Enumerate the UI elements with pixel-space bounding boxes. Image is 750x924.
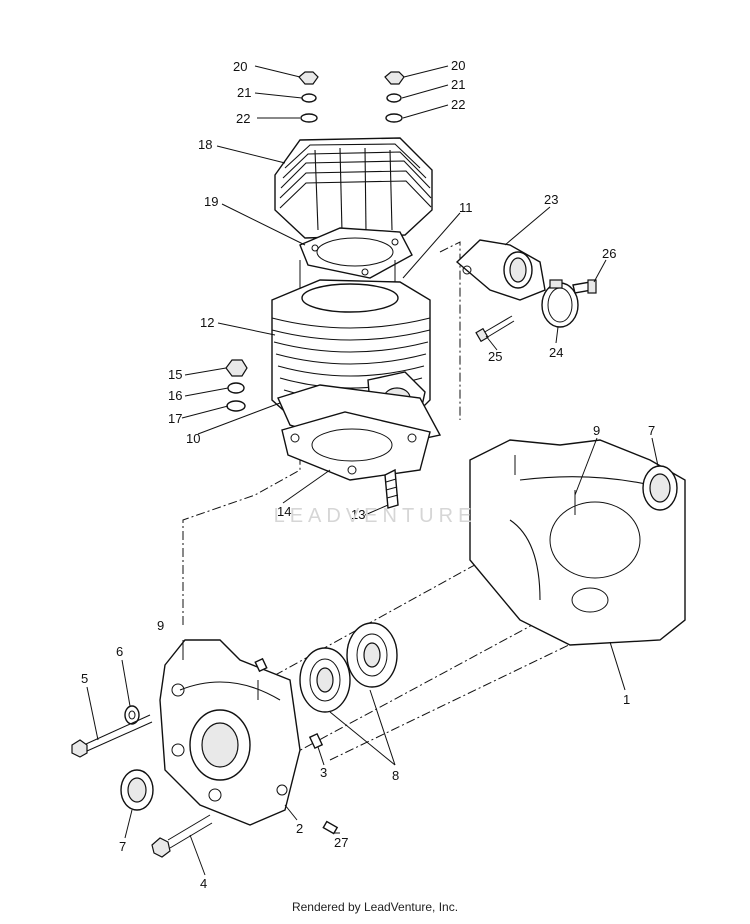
callout-21-left: 21	[237, 85, 251, 100]
callout-4: 4	[200, 876, 207, 891]
footer-credit: Rendered by LeadVenture, Inc.	[291, 900, 459, 914]
callout-21-right: 21	[451, 77, 465, 92]
bolt-4	[151, 814, 213, 858]
callout-11: 11	[459, 200, 473, 215]
oil-seal-left	[120, 769, 154, 811]
callout-labels: 20 21 22 20 21 22 18 19 11 23 26 12 15 1…	[81, 58, 655, 891]
bearings	[299, 622, 398, 713]
head-nuts-and-washers	[298, 71, 405, 123]
callout-14: 14	[277, 504, 291, 519]
callout-20-right: 20	[451, 58, 465, 73]
callout-2: 2	[296, 821, 303, 836]
callout-3: 3	[320, 765, 327, 780]
callout-19: 19	[204, 194, 218, 209]
screw-26	[572, 279, 597, 294]
callout-26: 26	[602, 246, 616, 261]
callout-15: 15	[168, 367, 182, 382]
callout-18: 18	[198, 137, 212, 152]
callout-7-left: 7	[119, 839, 126, 854]
callout-22-right: 22	[451, 97, 465, 112]
intake-manifold	[455, 239, 546, 301]
callout-16: 16	[168, 388, 182, 403]
callout-12: 12	[200, 315, 214, 330]
callout-13: 13	[351, 507, 365, 522]
intake-clamp	[541, 279, 579, 328]
base-gaskets	[277, 384, 442, 481]
callout-23: 23	[544, 192, 558, 207]
callout-5: 5	[81, 671, 88, 686]
callout-20-left: 20	[233, 59, 247, 74]
callout-17: 17	[168, 411, 182, 426]
stud-13	[384, 468, 399, 509]
cylinder-head	[274, 137, 433, 239]
dowel-pins	[254, 657, 339, 835]
callout-9-left: 9	[157, 618, 164, 633]
leader-lines	[86, 65, 659, 876]
callout-24: 24	[549, 345, 563, 360]
callout-25: 25	[488, 349, 502, 364]
washer-6	[124, 705, 140, 725]
callout-22-left: 22	[236, 111, 250, 126]
right-crankcase	[469, 439, 686, 646]
oil-seal-right	[642, 465, 678, 511]
base-nuts-and-washers	[225, 359, 248, 412]
callout-9-right: 9	[593, 423, 600, 438]
bolt-25	[475, 315, 515, 343]
callout-8: 8	[392, 768, 399, 783]
left-crankcase	[159, 639, 301, 826]
watermark: LEADVENTURE	[273, 505, 477, 527]
bolt-5	[71, 714, 153, 758]
callout-10: 10	[186, 431, 200, 446]
callout-27: 27	[334, 835, 348, 850]
head-gasket	[299, 227, 413, 279]
callout-1: 1	[623, 692, 630, 707]
callout-6: 6	[116, 644, 123, 659]
callout-7-right: 7	[648, 423, 655, 438]
